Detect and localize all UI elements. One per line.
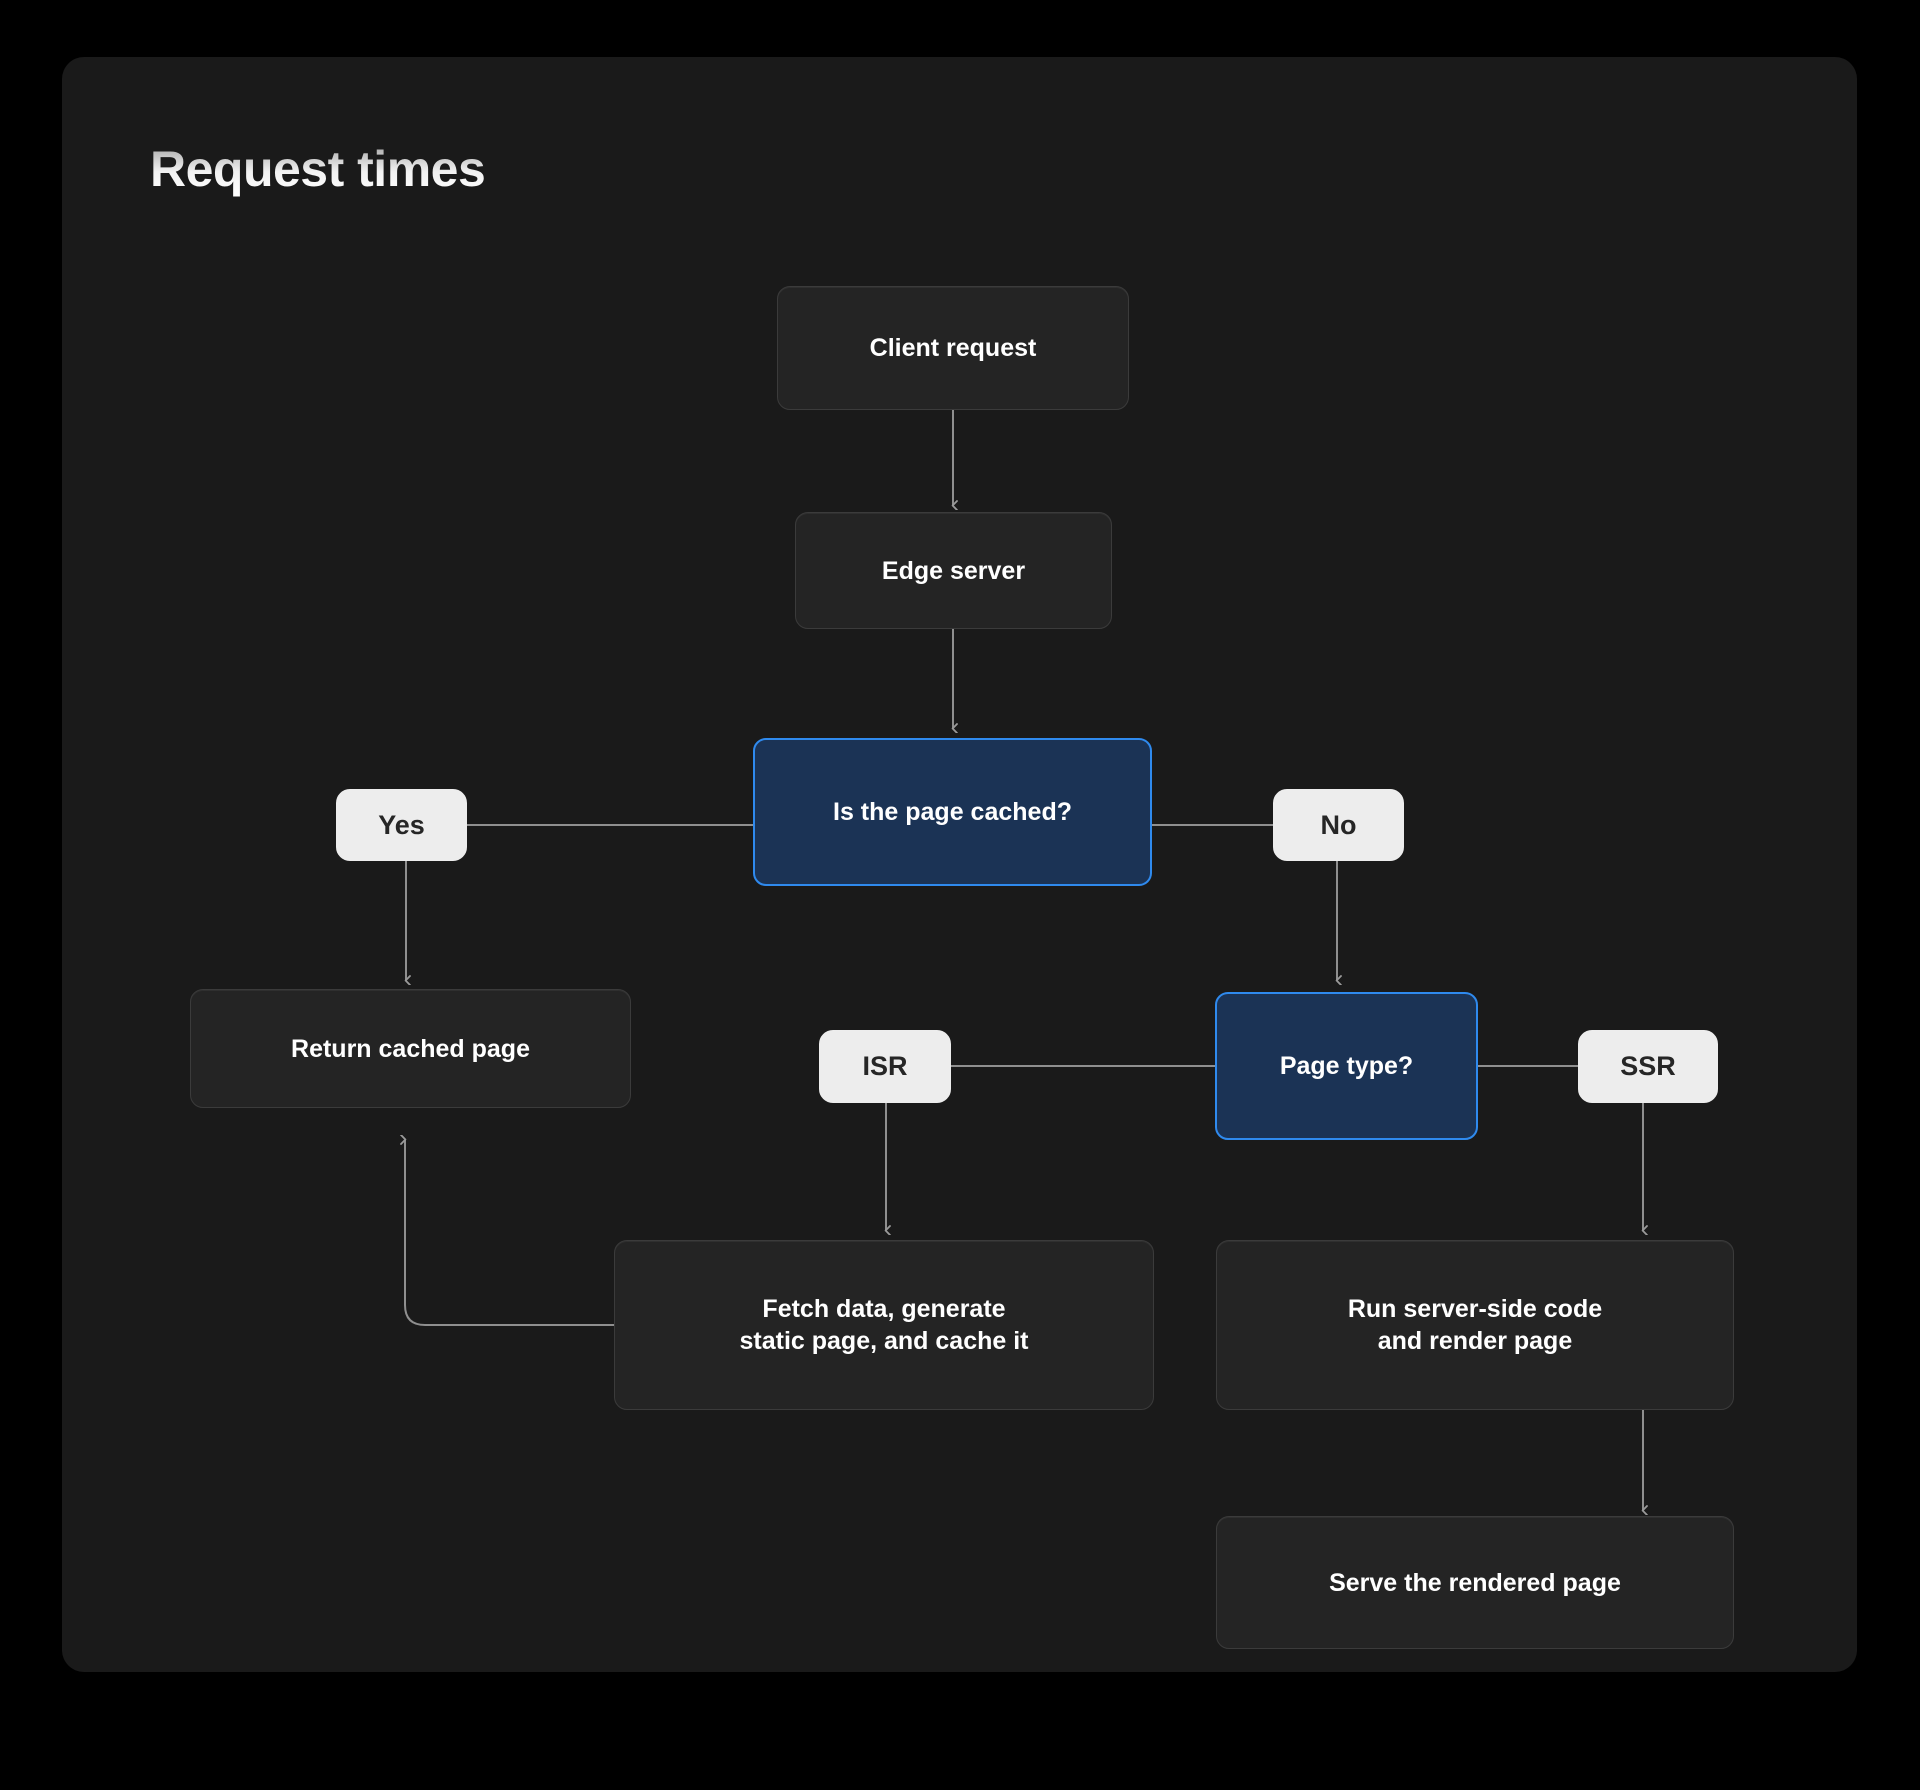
node-no-text: No	[1320, 809, 1357, 840]
node-no-label[interactable]: No	[1273, 789, 1404, 861]
node-run-server-side-label: Run server-side code and render page	[1347, 1295, 1603, 1355]
node-yes-label[interactable]: Yes	[336, 789, 467, 861]
node-serve-rendered-page[interactable]: Serve the rendered page	[1216, 1516, 1734, 1649]
node-page-type-label: Page type?	[1279, 1052, 1414, 1080]
node-client-request-label: Client request	[869, 334, 1037, 362]
page-title: Request times	[150, 141, 486, 197]
node-edge-server[interactable]: Edge server	[795, 512, 1112, 629]
node-is-page-cached-label: Is the page cached?	[833, 798, 1072, 826]
node-fetch-generate-cache[interactable]: Fetch data, generate static page, and ca…	[614, 1240, 1154, 1410]
node-fetch-generate-cache-label: Fetch data, generate static page, and ca…	[739, 1295, 1029, 1355]
node-is-page-cached[interactable]: Is the page cached?	[753, 738, 1152, 886]
node-isr-text: ISR	[862, 1051, 908, 1082]
node-return-cached-page-label: Return cached page	[291, 1034, 530, 1063]
node-ssr-label[interactable]: SSR	[1578, 1030, 1718, 1103]
node-isr-label[interactable]: ISR	[819, 1030, 951, 1103]
node-edge-server-label: Edge server	[881, 556, 1026, 585]
node-serve-rendered-page-label: Serve the rendered page	[1329, 1568, 1621, 1597]
node-page-type[interactable]: Page type?	[1215, 992, 1478, 1140]
node-yes-text: Yes	[378, 809, 425, 840]
node-ssr-text: SSR	[1620, 1051, 1676, 1082]
node-return-cached-page[interactable]: Return cached page	[190, 989, 631, 1108]
node-run-server-side[interactable]: Run server-side code and render page	[1216, 1240, 1734, 1410]
node-client-request[interactable]: Client request	[777, 286, 1129, 410]
